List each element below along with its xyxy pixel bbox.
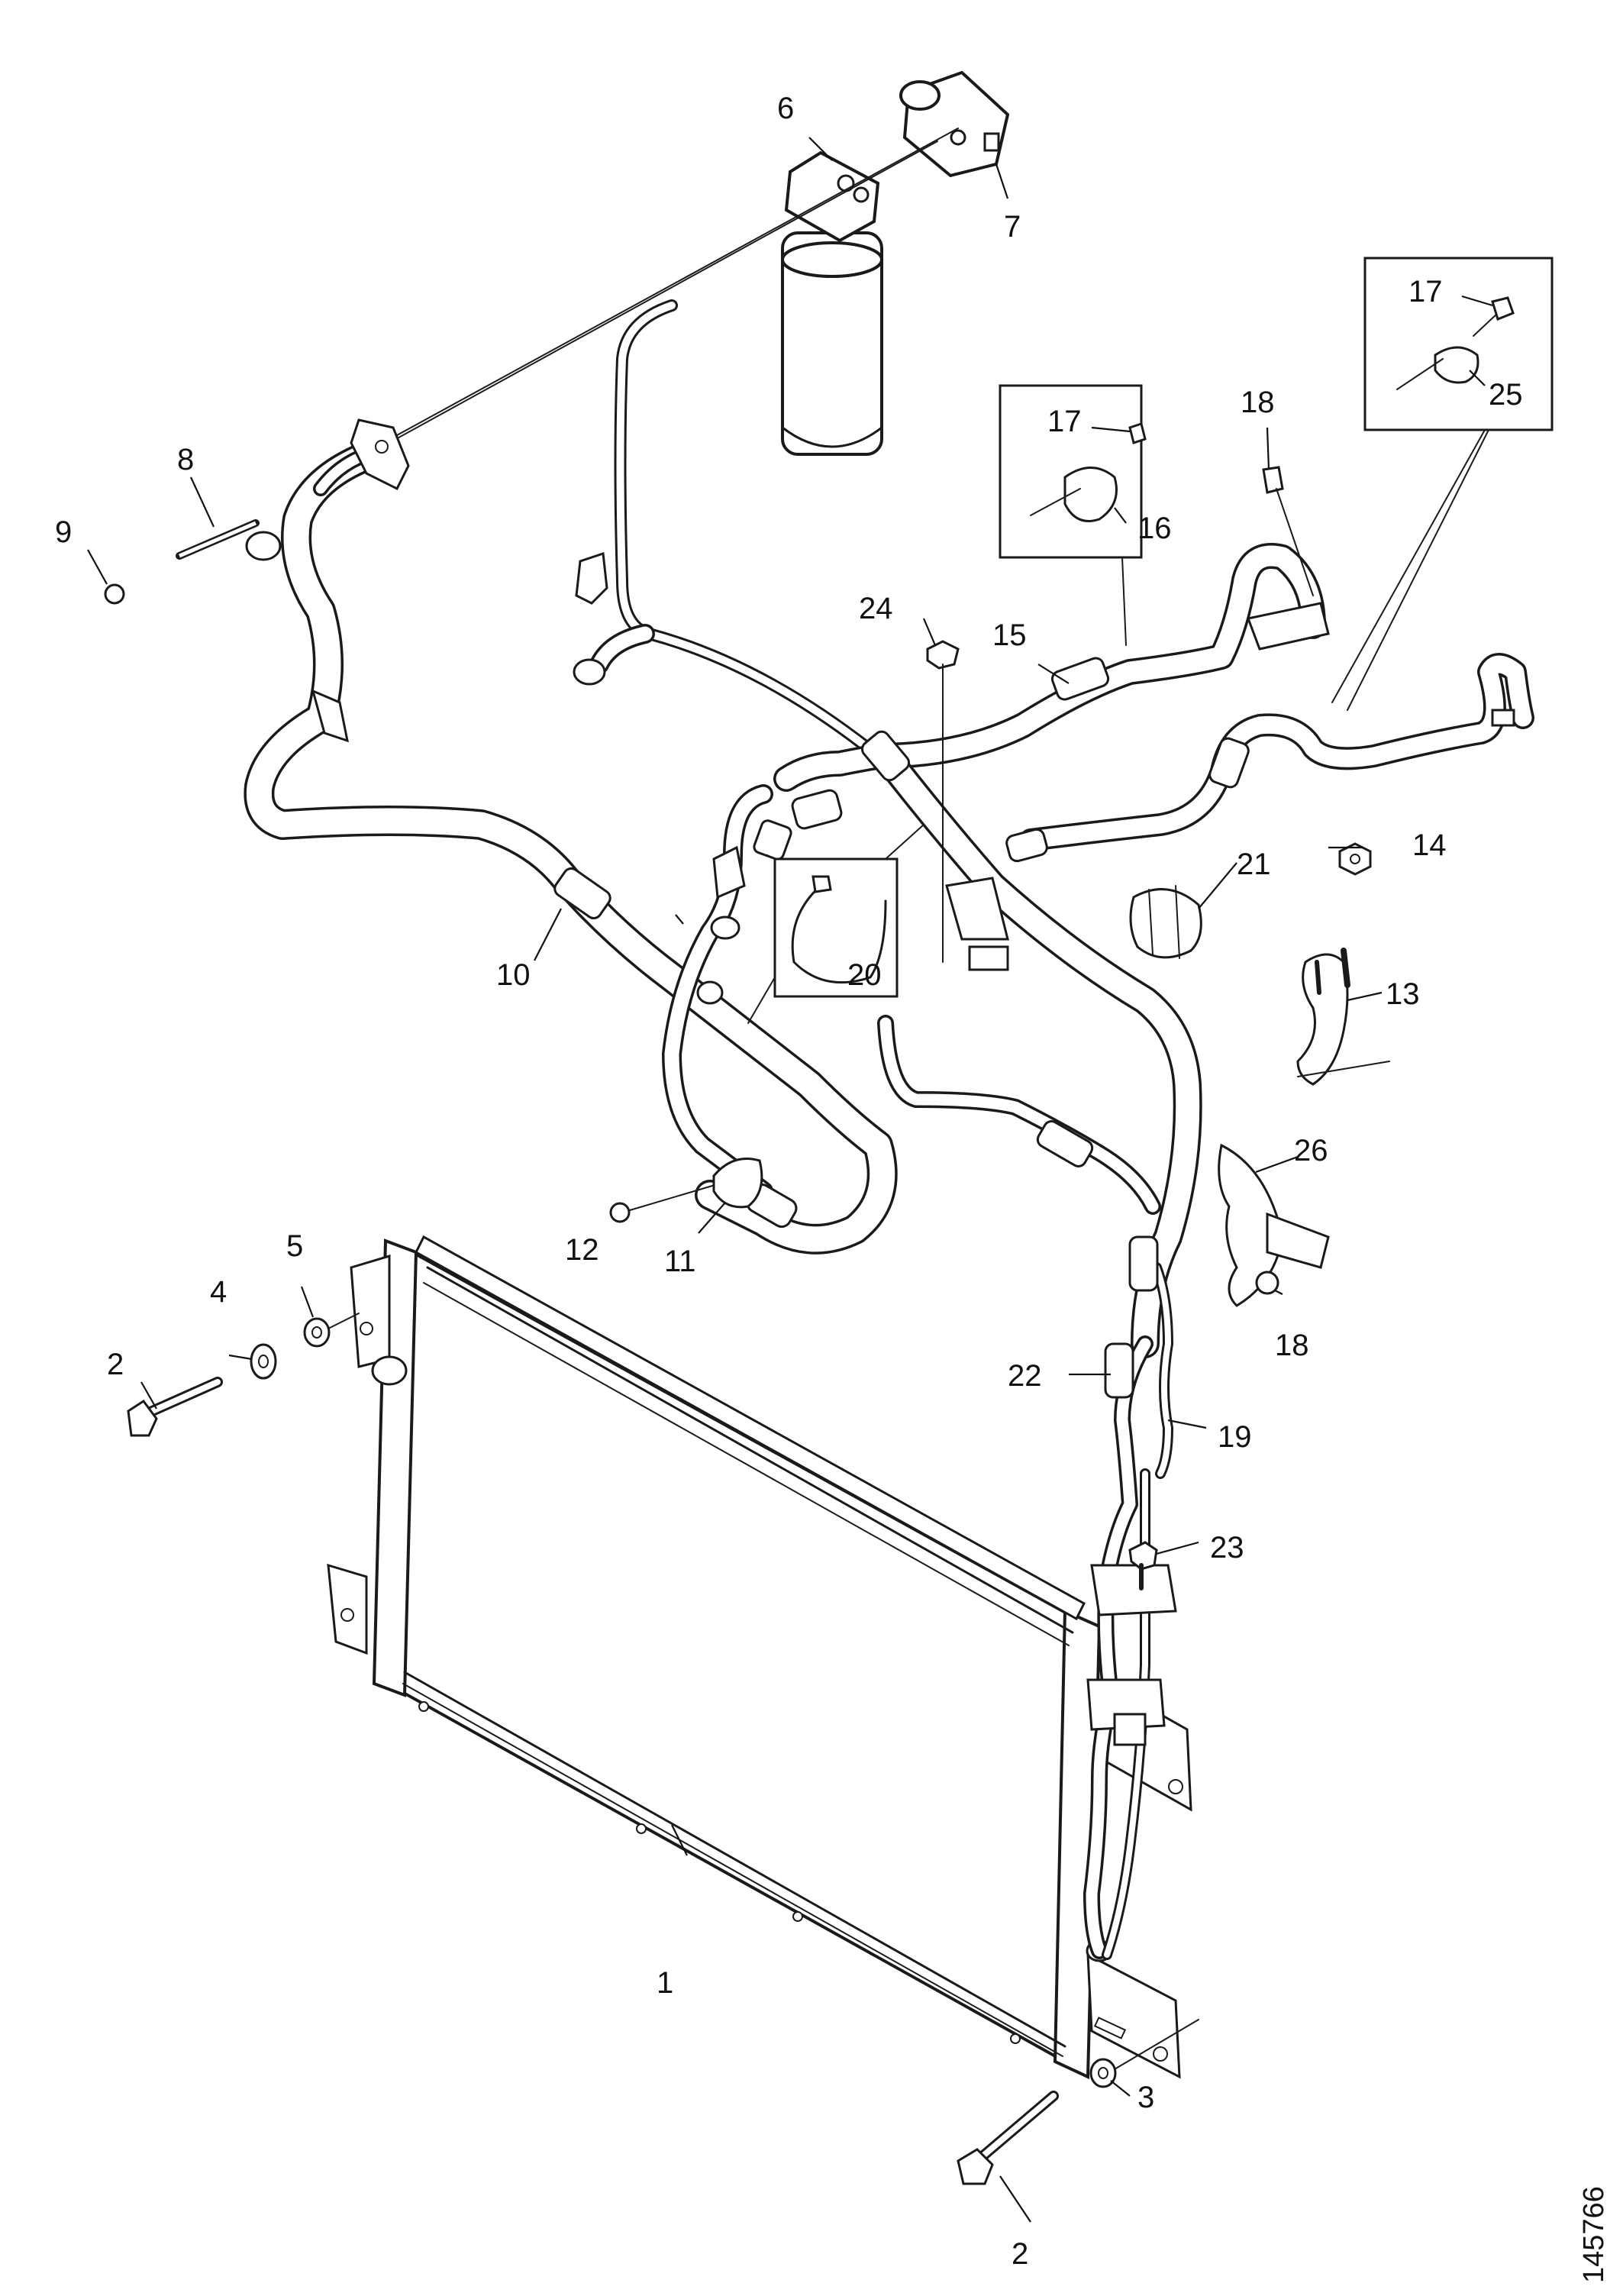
detail-inset-16 (999, 384, 1147, 646)
callout-labels: 1 2 2 3 4 5 6 7 8 9 10 11 12 13 14 15 16… (55, 92, 1523, 2271)
callout-1: 1 (657, 1966, 673, 2000)
callout-9: 9 (55, 515, 72, 549)
condenser (327, 1235, 1192, 2080)
callout-14: 14 (1412, 828, 1447, 862)
bolt-lower (957, 2091, 1059, 2185)
callout-20: 20 (847, 958, 882, 992)
callout-13: 13 (1386, 977, 1420, 1011)
callout-18-upper: 18 (1241, 386, 1275, 419)
refrigerant-lines (244, 299, 1534, 1960)
detail-inset-20 (747, 824, 924, 1024)
callout-4: 4 (210, 1275, 227, 1309)
callout-15: 15 (992, 618, 1027, 652)
callout-5: 5 (286, 1229, 303, 1263)
callout-19: 19 (1218, 1420, 1252, 1454)
callout-2-upper: 2 (107, 1348, 124, 1381)
callout-17-inset16: 17 (1047, 405, 1082, 438)
callout-2-lower: 2 (1012, 2237, 1028, 2271)
detail-inset-25 (1331, 257, 1554, 711)
callout-12: 12 (565, 1233, 599, 1267)
callout-22: 22 (1008, 1359, 1042, 1393)
callout-26: 26 (1294, 1134, 1328, 1167)
callout-25: 25 (1489, 378, 1523, 412)
callout-8: 8 (177, 443, 194, 476)
bolt-upper (127, 1377, 223, 1437)
callout-11: 11 (664, 1245, 696, 1278)
callout-24: 24 (859, 592, 893, 625)
callout-3: 3 (1137, 2081, 1154, 2114)
callout-7: 7 (1004, 210, 1021, 244)
callout-21: 21 (1237, 848, 1271, 881)
expansion-valve (899, 70, 1010, 178)
fasteners (104, 466, 1390, 2185)
leader-lines (87, 137, 1493, 2223)
callout-16: 16 (1137, 512, 1172, 545)
callout-18-lower: 18 (1275, 1329, 1309, 1362)
callout-10: 10 (496, 958, 531, 992)
figure-reference-number: 145766 (1578, 2186, 1610, 2283)
pipe-flanges (311, 418, 1330, 1746)
callout-17-inset25: 17 (1408, 275, 1443, 308)
callout-23: 23 (1210, 1531, 1244, 1565)
callout-6: 6 (777, 92, 794, 125)
hose-ferrules (245, 531, 1515, 1399)
